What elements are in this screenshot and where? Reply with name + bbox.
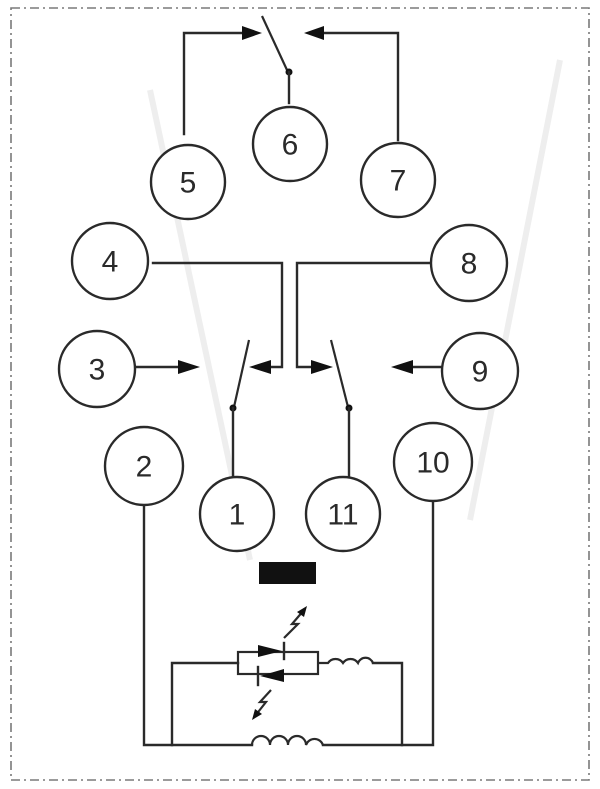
pin-4: 4 — [70, 221, 150, 301]
pin-5: 5 — [149, 143, 227, 221]
pin-11-label: 11 — [327, 499, 358, 532]
pin-11: 11 — [304, 475, 382, 553]
pin-6-circle — [251, 105, 329, 183]
pin-9-label: 9 — [472, 356, 489, 389]
pin-8-label: 8 — [461, 248, 478, 281]
pin-2: 2 — [103, 425, 185, 507]
left-switch — [134, 261, 284, 480]
pin-10-circle — [392, 421, 474, 503]
pin-8: 8 — [429, 223, 509, 303]
pin-6: 6 — [251, 105, 329, 183]
pin-1-label: 1 — [229, 499, 246, 532]
pin-9-circle — [440, 331, 520, 411]
pin-2-label: 2 — [136, 451, 153, 484]
pin-10-label: 10 — [416, 447, 449, 480]
pin-9: 9 — [440, 331, 520, 411]
pin-3-circle — [57, 329, 137, 409]
pin-5-circle — [149, 143, 227, 221]
pin-3-label: 3 — [89, 354, 106, 387]
pin-1: 1 — [198, 475, 276, 553]
pin-11-circle — [304, 475, 382, 553]
pin-3: 3 — [57, 329, 137, 409]
right-switch — [295, 261, 444, 479]
pin-10: 10 — [392, 421, 474, 503]
pin-7: 7 — [359, 141, 437, 219]
pin-6-label: 6 — [282, 129, 299, 162]
enclosure-frame — [10, 7, 590, 781]
polarity-marker — [259, 562, 316, 584]
pin-4-label: 4 — [102, 246, 119, 279]
pin-2-circle — [103, 425, 185, 507]
top-switch — [182, 15, 400, 142]
pin-7-label: 7 — [390, 165, 407, 198]
pin-1-circle — [198, 475, 276, 553]
pin-7-circle — [359, 141, 437, 219]
coil-circuit — [142, 500, 435, 747]
pin-8-circle — [429, 223, 509, 303]
pin-5-label: 5 — [180, 167, 197, 200]
pin-4-circle — [70, 221, 150, 301]
